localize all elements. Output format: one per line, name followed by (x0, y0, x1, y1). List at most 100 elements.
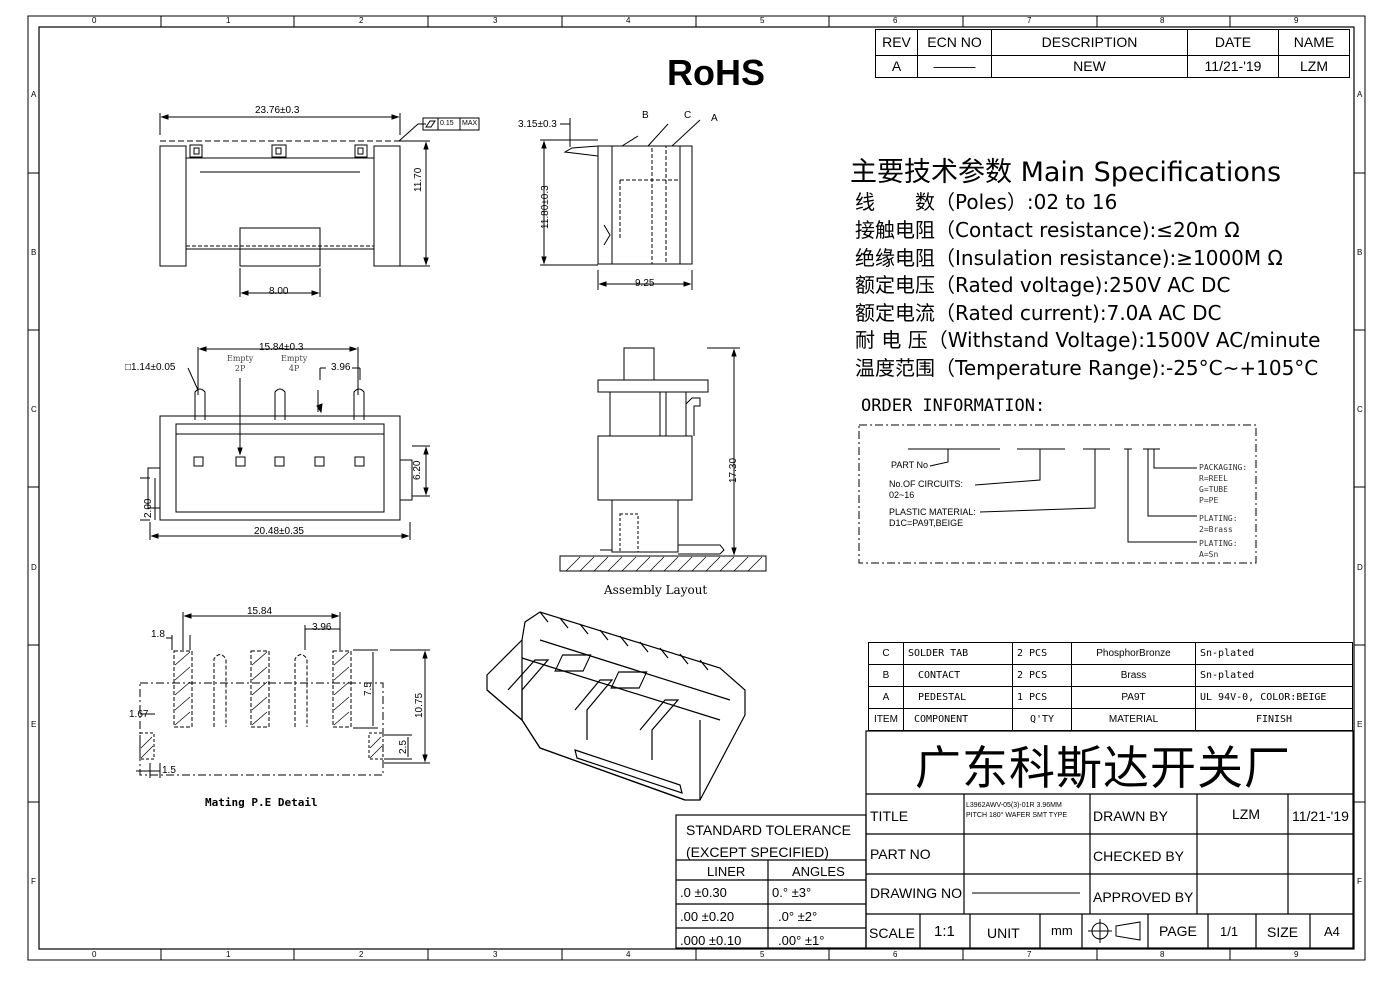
col-label: 4 (626, 16, 631, 25)
page-label: PAGE (1159, 923, 1197, 939)
dim-mid-width: 20.48±0.35 (254, 526, 304, 537)
dim-pitch-total: 15.84±0.3 (259, 342, 304, 353)
bom-header: FINISH (1195, 708, 1353, 731)
company-name: 广东科斯达开关厂 (915, 741, 1291, 795)
specs-title-cn: 主要技术参数 (850, 157, 1012, 188)
isometric-view (486, 611, 746, 801)
order-title: ORDER INFORMATION: (861, 396, 1046, 416)
spec-value: （Rated voltage):250V AC DC (935, 273, 1231, 297)
tolerance-angles-label: ANGLES (792, 864, 845, 879)
rohs-mark: RoHS (667, 52, 765, 93)
approved-by-label: APPROVED BY (1093, 889, 1194, 905)
col-label: 5 (760, 950, 765, 959)
tolerance-liner-3: .000 ±0.10 (680, 933, 742, 948)
col-label: 2 (359, 16, 364, 25)
front-view (159, 113, 480, 297)
dim-pcb-15: 1.5 (162, 765, 176, 776)
label-b: B (642, 110, 649, 121)
assembly-view (559, 347, 767, 572)
row-label: C (1357, 405, 1363, 414)
page-value: 1/1 (1220, 924, 1239, 939)
row-label: F (31, 877, 36, 886)
spec-poles: 线 数（Poles）:02 to 16 (855, 186, 1117, 215)
side-view (540, 118, 701, 290)
tolerance-angle-1: 0.° ±3° (772, 885, 812, 900)
col-label: 7 (1027, 950, 1032, 959)
spec-withstand-voltage: 耐 电 压（Withstand Voltage):1500V AC/minute (855, 324, 1320, 353)
drawn-by-value: LZM (1232, 806, 1260, 822)
description-value: NEW (991, 54, 1188, 79)
spec-value: （Temperature Range):-25°C~+105°C (935, 356, 1319, 380)
spec-label: 绝缘电阻 (855, 246, 935, 270)
dim-top-width: 23.76±0.3 (255, 105, 300, 116)
dim-pcb-total: 15.84 (247, 606, 273, 617)
col-label: 6 (893, 950, 898, 959)
tolerance-liner-2: .00 ±0.20 (680, 909, 735, 924)
part-no-label: PART NO (870, 846, 931, 862)
dim-pcb-167: 1.67 (129, 709, 149, 720)
specs-title: 主要技术参数 Main Specifications (850, 150, 1281, 189)
name-value: LZM (1278, 54, 1350, 79)
order-part-no: PART No (891, 460, 929, 470)
tolerance-liner-label: LINER (707, 864, 746, 879)
col-label: 3 (493, 950, 498, 959)
col-label: 0 (92, 16, 97, 25)
col-label: 2 (359, 950, 364, 959)
dim-side-top: 3.15±0.3 (518, 119, 557, 130)
row-label: C (31, 405, 37, 414)
dim-pitch: 3.96 (331, 362, 351, 373)
dim-side-depth: 9.25 (635, 278, 655, 289)
spec-label: 接触电阻 (855, 218, 935, 242)
col-label: 8 (1160, 16, 1165, 25)
label-a: A (711, 113, 718, 124)
order-circuits: No.OF CIRCUITS:02~16 (889, 479, 964, 500)
title-label: TITLE (870, 808, 909, 824)
spec-label: 额定电流 (855, 301, 935, 325)
ecn-value: ——— (917, 54, 992, 79)
row-label: A (1357, 90, 1363, 99)
spec-label: 额定电压 (855, 273, 935, 297)
row-label: E (1357, 720, 1363, 729)
revision-table: REV ECN NO DESCRIPTION DATE NAME A ——— N… (875, 29, 1350, 79)
spec-rated-voltage: 额定电压（Rated voltage):250V AC DC (855, 269, 1230, 298)
tolerance-angle-3: .00° ±1° (778, 933, 825, 948)
pcb-layout (136, 612, 430, 778)
col-label: 7 (1027, 16, 1032, 25)
spec-value: （Poles）:02 to 16 (935, 190, 1118, 214)
col-label: 6 (893, 16, 898, 25)
spec-label: 线 数 (855, 190, 935, 214)
row-label: A (31, 90, 37, 99)
unit-value: mm (1051, 923, 1073, 938)
ecn-header: ECN NO (917, 29, 992, 56)
dim-pcb-18: 1.8 (151, 629, 165, 640)
drawing-no-label: DRAWING NO (870, 885, 963, 901)
size-value: A4 (1324, 924, 1340, 939)
spec-label: 耐 电 压 (855, 328, 928, 352)
tolerance-angle-2: .0° ±2° (778, 909, 818, 924)
col-label: 4 (626, 950, 631, 959)
row-label: D (31, 563, 37, 572)
row-label: D (1357, 563, 1363, 572)
assembly-label: Assembly Layout (604, 583, 708, 597)
dim-flatness: 0.15 (440, 120, 454, 127)
spec-value: （Insulation resistance):≥1000M Ω (935, 246, 1283, 270)
col-label: 0 (92, 950, 97, 959)
bom-header: ITEM (868, 708, 904, 731)
scale-label: SCALE (869, 925, 915, 941)
drawn-date: 11/21-'19 (1292, 808, 1349, 824)
spec-value: （Rated current):7.0A AC DC (935, 301, 1222, 325)
scale-value: 1:1 (934, 923, 955, 940)
col-label: 8 (1160, 950, 1165, 959)
checked-by-label: CHECKED BY (1093, 848, 1185, 864)
description-header: DESCRIPTION (991, 29, 1188, 56)
order-plating-1: PLATING:2=Brass (1199, 514, 1238, 534)
col-label: 1 (226, 16, 231, 25)
dim-pcb-pitch: 3.96 (312, 622, 332, 633)
col-label: 1 (226, 950, 231, 959)
spec-insulation-resistance: 绝缘电阻（Insulation resistance):≥1000M Ω (855, 242, 1283, 271)
dim-top-inner: 8.00 (269, 286, 289, 297)
bom-table: C SOLDER TAB 2 PCS PhosphorBronze Sn-pla… (868, 642, 1353, 731)
